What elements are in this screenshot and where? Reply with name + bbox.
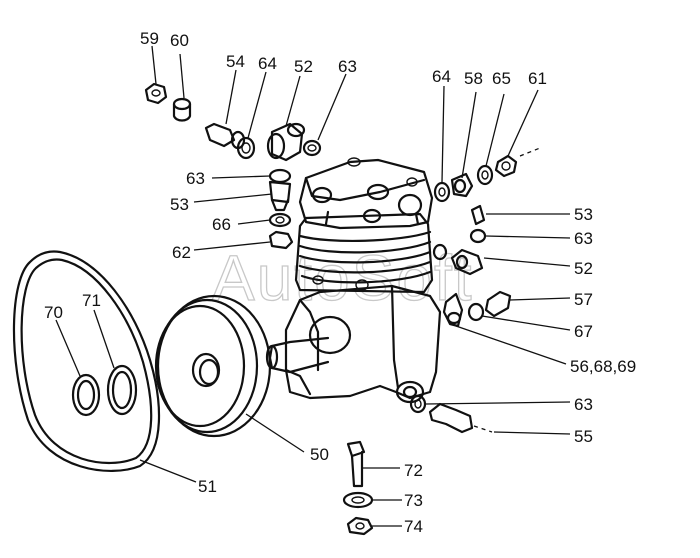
callout-63-right: 63 <box>574 229 593 248</box>
callout-70: 70 <box>44 303 63 322</box>
callout-62: 62 <box>172 243 191 262</box>
callout-63: 63 <box>338 57 357 76</box>
callout-67: 67 <box>574 322 593 341</box>
callout-51: 51 <box>198 477 217 496</box>
callout-63-left: 63 <box>186 169 205 188</box>
pulley-50 <box>154 294 272 438</box>
callout-72: 72 <box>404 461 423 480</box>
callout-50: 50 <box>310 445 329 464</box>
callout-61: 61 <box>528 69 547 88</box>
callout-66: 66 <box>212 215 231 234</box>
compressor-body <box>265 157 442 404</box>
callout-59: 59 <box>140 29 159 48</box>
fittings-top-right <box>433 147 541 203</box>
drive-belt-51 <box>12 250 161 472</box>
fittings-right <box>432 204 512 328</box>
callout-71: 71 <box>82 291 101 310</box>
bolt-washer-nut <box>342 440 374 536</box>
callout-60: 60 <box>170 31 189 50</box>
callout-64-right: 64 <box>432 67 451 86</box>
callout-57: 57 <box>574 290 593 309</box>
callout-53-right: 53 <box>574 205 593 224</box>
callout-labels: 59 60 54 64 52 63 64 58 65 61 63 53 66 6… <box>44 29 636 536</box>
fittings-top <box>144 82 322 162</box>
fittings-left-stack <box>268 168 294 250</box>
fittings-bottom-right <box>409 394 493 434</box>
callout-64: 64 <box>258 54 277 73</box>
callout-73: 73 <box>404 491 423 510</box>
callout-53-left: 53 <box>170 195 189 214</box>
callout-63-bottom: 63 <box>574 395 593 414</box>
callout-74: 74 <box>404 517 423 536</box>
callout-52: 52 <box>294 57 313 76</box>
callout-54: 54 <box>226 52 245 71</box>
callout-52-right: 52 <box>574 259 593 278</box>
callout-58: 58 <box>464 69 483 88</box>
callout-65: 65 <box>492 69 511 88</box>
callout-55: 55 <box>574 427 593 446</box>
callout-56-68-69: 56,68,69 <box>570 357 636 376</box>
leader-lines <box>55 45 571 527</box>
